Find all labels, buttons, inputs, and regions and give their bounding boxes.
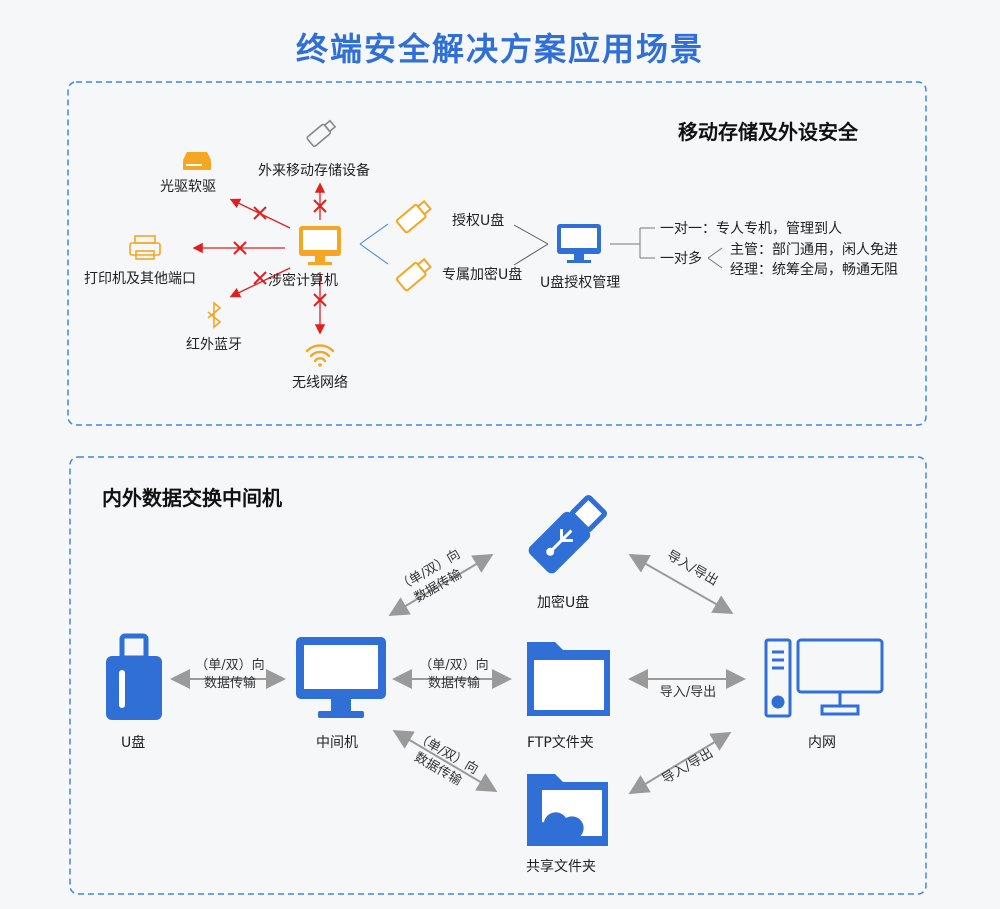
mgmt-tree-lines: [610, 227, 723, 269]
optical-drive-icon: [183, 152, 211, 170]
classified-computer-icon: [299, 226, 341, 265]
authorized-usb-icon: [395, 199, 432, 234]
printer-label: 打印机及其他端口: [84, 271, 196, 287]
usb-mgmt-monitor-icon: [557, 224, 601, 263]
import-export-ftp-label: 导入/导出: [659, 685, 717, 700]
external-usb-icon: [306, 119, 337, 148]
one-to-one-label: 一对一：专人专机，管理到人: [660, 221, 842, 237]
transfer-label-usb-middle: （单/双）向 数据传输: [180, 657, 280, 693]
transfer-label-middle-ftp: （单/双）向 数据传输: [404, 657, 504, 693]
authorized-usb-label: 授权U盘: [452, 213, 505, 229]
transfer-label-line2: 数据传输: [203, 676, 256, 691]
usb-to-mgmt-lines: [513, 224, 549, 266]
optical-label: 光驱软驱: [160, 179, 216, 195]
external-storage-label: 外来移动存储设备: [258, 163, 370, 179]
wifi-icon: [305, 344, 335, 367]
arrow-encusb-intranet: [628, 554, 734, 614]
arrow-shared-intranet: [628, 731, 732, 795]
middle-computer-label: 中间机: [316, 735, 358, 751]
bluetooth-icon: [207, 301, 222, 329]
encrypted-usb-label: 专属加密U盘: [442, 267, 523, 283]
blocked-x-marks: [233, 199, 327, 307]
section2-box: [69, 456, 927, 895]
one-to-many-label: 一对多: [660, 251, 702, 267]
transfer-label-line1: （单/双）向: [195, 658, 265, 673]
transfer-label-line1: （单/双）向: [419, 658, 489, 673]
arrow-middle-shared: [392, 729, 498, 793]
supervisor-label: 主管：部门通用，闲人免进: [730, 242, 898, 258]
ftp-folder-icon: [527, 642, 610, 716]
encrypted-usb-drive-icon: [528, 494, 608, 574]
encrypted-usb-node-label: 加密U盘: [537, 595, 590, 611]
arrow-to-bluetooth: [229, 267, 291, 298]
bluetooth-label: 红外蓝牙: [186, 337, 242, 353]
shared-folder-label: 共享文件夹: [526, 859, 596, 875]
page-title: 终端安全解决方案应用场景: [295, 30, 704, 68]
classified-computer-label: 涉密计算机: [268, 273, 338, 289]
printer-icon: [129, 235, 161, 260]
section1-box: [67, 81, 927, 426]
section2-title: 内外数据交换中间机: [102, 486, 282, 510]
transfer-arrows: [170, 553, 746, 795]
blocked-arrows: [192, 182, 326, 335]
intranet-label: 内网: [808, 735, 836, 751]
manager-label: 经理：统筹全局，畅通无阻: [730, 262, 898, 278]
ftp-folder-label: FTP文件夹: [527, 735, 594, 751]
transfer-label-line2: 数据传输: [427, 676, 480, 691]
middle-computer-icon: [296, 637, 386, 718]
computer-to-usb-lines: [359, 223, 389, 265]
encrypted-usb-icon: [395, 257, 432, 292]
wireless-label: 无线网络: [292, 375, 348, 391]
usb-label: U盘: [121, 735, 146, 751]
usb-mgmt-label: U盘授权管理: [540, 275, 621, 291]
arrow-middle-encusb: [388, 553, 494, 617]
shared-folder-icon: [527, 774, 608, 846]
usb-drive-icon: [106, 633, 162, 720]
section1-title: 移动存储及外设安全: [678, 120, 858, 144]
intranet-computer-icon: [764, 638, 884, 718]
